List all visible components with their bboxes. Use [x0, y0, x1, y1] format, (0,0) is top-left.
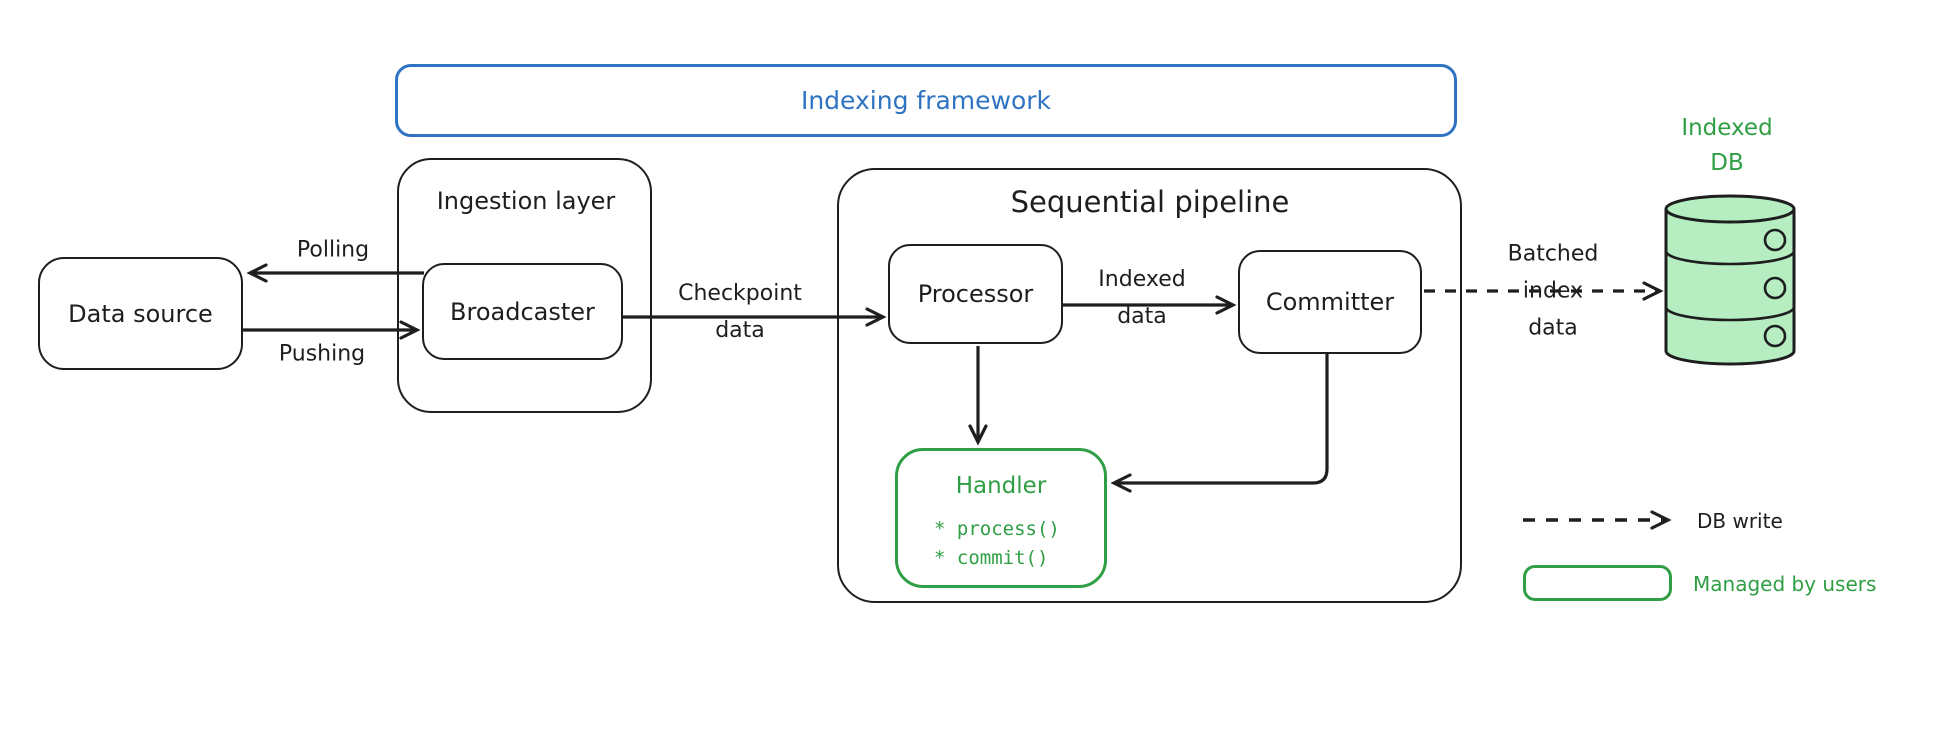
- batched-label-line3: data: [1528, 315, 1578, 341]
- db-cylinder-top: [1664, 194, 1796, 224]
- indexed-label-line1: Indexed: [1098, 267, 1186, 292]
- indexed-db-label-line2: DB: [1710, 150, 1744, 176]
- committer-box: Committer: [1238, 250, 1422, 354]
- db-indicator-dot-3: [1763, 324, 1787, 348]
- indexed-db-label: Indexed DB: [1681, 111, 1772, 181]
- batched-label-line2: index: [1517, 278, 1589, 304]
- processor-box: Processor: [888, 244, 1063, 344]
- ingestion-layer-box: [397, 158, 652, 413]
- batched-label-line1: Batched: [1507, 241, 1599, 267]
- data-source-label: Data source: [68, 299, 213, 328]
- db-cylinder-band-1: [1664, 250, 1796, 266]
- db-cylinder-bottom: [1664, 350, 1796, 366]
- sequential-pipeline-box: [837, 168, 1462, 603]
- indexed-data-label: Indexed data: [1098, 261, 1185, 335]
- db-cylinder-sides: [1664, 209, 1796, 351]
- legend-db-write-label: DB write: [1697, 509, 1783, 533]
- indexed-db-cylinder: [1664, 194, 1796, 366]
- handler-method-process: * process(): [934, 518, 1060, 540]
- db-cylinder-fill: [1666, 196, 1794, 364]
- legend-managed-label: Managed by users: [1693, 572, 1877, 596]
- handler-method-commit: * commit(): [934, 547, 1049, 569]
- indexing-framework-box: Indexing framework: [395, 64, 1457, 137]
- pushing-label: Pushing: [278, 341, 366, 367]
- db-cylinder-band-2: [1664, 306, 1796, 322]
- indexed-label-line2: data: [1117, 304, 1167, 329]
- ingestion-layer-label: Ingestion layer: [436, 187, 616, 215]
- checkpoint-label-line1: Checkpoint: [678, 281, 802, 306]
- broadcaster-label: Broadcaster: [450, 297, 595, 326]
- indexed-db-label-line1: Indexed: [1681, 115, 1773, 141]
- batched-index-data-label: Batched index data: [1508, 236, 1599, 347]
- data-source-box: Data source: [38, 257, 243, 370]
- indexing-framework-label: Indexing framework: [800, 86, 1052, 115]
- broadcaster-box: Broadcaster: [422, 263, 623, 360]
- db-indicator-dot-1: [1763, 228, 1787, 252]
- handler-methods: * process() * commit(): [934, 515, 1060, 573]
- polling-label: Polling: [296, 237, 370, 263]
- db-indicator-dot-2: [1763, 276, 1787, 300]
- checkpoint-label-line2: data: [715, 318, 765, 343]
- processor-label: Processor: [917, 280, 1034, 308]
- committer-label: Committer: [1265, 288, 1395, 316]
- handler-title: Handler: [955, 473, 1047, 499]
- sequential-pipeline-label: Sequential pipeline: [1010, 185, 1290, 219]
- legend-managed-rect: [1523, 565, 1672, 601]
- handler-box: Handler * process() * commit(): [895, 448, 1107, 588]
- checkpoint-data-label: Checkpoint data: [678, 275, 802, 349]
